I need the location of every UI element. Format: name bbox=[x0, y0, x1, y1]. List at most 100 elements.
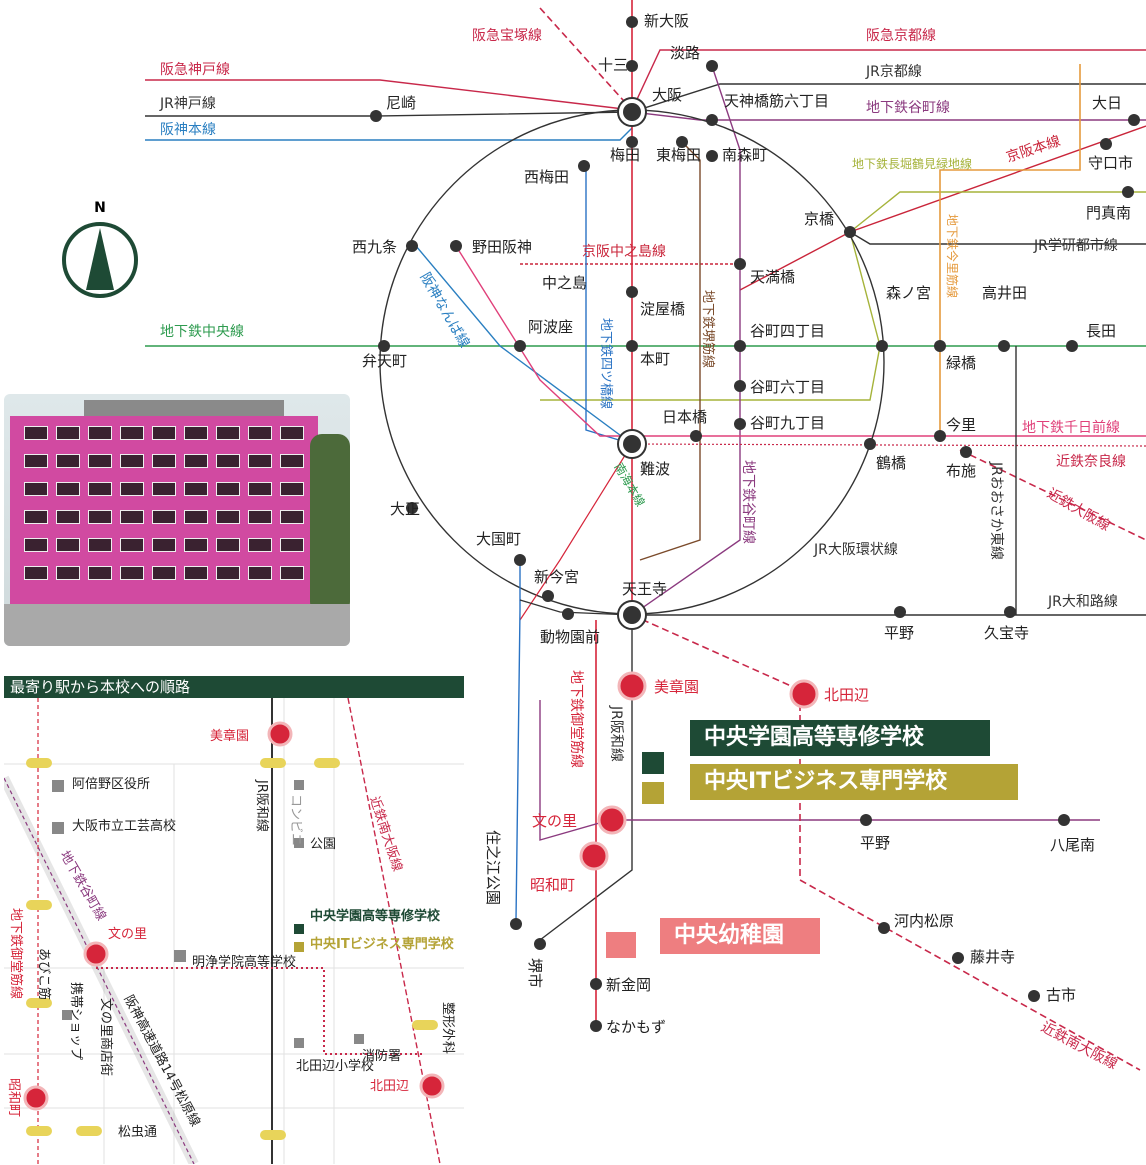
route-label-tanimachi: 地下鉄谷町線 bbox=[57, 848, 110, 924]
school-building bbox=[10, 416, 318, 606]
building-window bbox=[248, 538, 272, 552]
station-osaka: 大阪 bbox=[652, 86, 682, 104]
route-label-jr-hanwa: JR阪和線 bbox=[254, 779, 270, 832]
label-subway-yotsubashi: 地下鉄四ツ橋線 bbox=[598, 318, 614, 409]
building-window bbox=[184, 426, 208, 440]
building-window bbox=[248, 454, 272, 468]
building-window bbox=[88, 426, 112, 440]
station-kyuhoji: 久宝寺 bbox=[984, 624, 1029, 642]
route-label-school1: 中央学園高等専修学校 bbox=[310, 908, 441, 924]
building-window bbox=[24, 566, 48, 580]
label-imazatosuji: 地下鉄今里筋線 bbox=[945, 214, 960, 298]
building-window bbox=[248, 510, 272, 524]
building-window bbox=[248, 482, 272, 496]
route-label-abeno: 阿倍野区役所 bbox=[72, 777, 150, 792]
building-window bbox=[24, 454, 48, 468]
building-window bbox=[280, 566, 304, 580]
route-map: 最寄り駅から本校への順路 bbox=[4, 676, 464, 1164]
building-window bbox=[56, 538, 80, 552]
station-nipponbashi: 日本橋 bbox=[662, 408, 707, 426]
route-label-konbini: コンビニ bbox=[288, 794, 303, 846]
station-awaji: 淡路 bbox=[670, 44, 700, 62]
label-jr-osaka-higashi: JRおおさか東線 bbox=[988, 461, 1004, 560]
station-shinkanaoka: 新金岡 bbox=[606, 976, 651, 994]
building-photo bbox=[4, 394, 350, 646]
building-window bbox=[24, 538, 48, 552]
building-window bbox=[248, 426, 272, 440]
station-kawachimatsubara: 河内松原 bbox=[894, 912, 954, 930]
station-honmachi: 本町 bbox=[640, 350, 670, 368]
building-window bbox=[184, 482, 208, 496]
building-window bbox=[88, 482, 112, 496]
station-kitatanabe: 北田辺 bbox=[824, 686, 869, 704]
station-tanimachi6: 谷町六丁目 bbox=[750, 378, 825, 396]
building-window bbox=[120, 454, 144, 468]
station-moriguchi: 守口市 bbox=[1088, 154, 1133, 172]
station-nagata: 長田 bbox=[1086, 322, 1116, 340]
sakaisuji-line bbox=[639, 141, 701, 561]
building-window bbox=[216, 454, 240, 468]
station-fuminosato: 文の里 bbox=[532, 812, 577, 830]
label-subway-tanimachi2: 地下鉄谷町線 bbox=[740, 460, 756, 544]
station-morinomiya: 森ノ宮 bbox=[886, 284, 931, 302]
station-minamimorimachi: 南森町 bbox=[722, 146, 767, 164]
nankai-line bbox=[519, 443, 633, 621]
station-suminoekoen: 住之江公園 bbox=[484, 830, 502, 905]
building-window bbox=[152, 426, 176, 440]
label-subway-midosuji: 地下鉄御堂筋線 bbox=[568, 670, 585, 768]
building-window bbox=[120, 510, 144, 524]
station-yaominami: 八尾南 bbox=[1050, 836, 1095, 854]
station-daikokucho: 大国町 bbox=[476, 530, 521, 548]
station-higashiumeda: 東梅田 bbox=[656, 146, 701, 164]
label-jr-yamatoji: JR大和路線 bbox=[1047, 594, 1118, 610]
station-bentencho: 弁天町 bbox=[362, 352, 407, 370]
building-window bbox=[280, 538, 304, 552]
kinder-marker bbox=[606, 932, 636, 958]
route-label-orthopedic: 整形外科 bbox=[440, 1002, 455, 1054]
station-hirano2: 平野 bbox=[860, 834, 890, 852]
label-hankyu-takarazuka: 阪急宝塚線 bbox=[472, 28, 542, 44]
imazatosuji-line bbox=[939, 64, 1081, 440]
building-window bbox=[56, 566, 80, 580]
station-bishoen: 美章園 bbox=[654, 678, 699, 696]
kintetsu-nara-line bbox=[631, 443, 1146, 447]
traffic-lights bbox=[26, 758, 438, 1140]
tennoji-link bbox=[519, 599, 633, 616]
building-window bbox=[280, 426, 304, 440]
hanshin-line bbox=[145, 127, 633, 141]
station-dots bbox=[370, 16, 1140, 1032]
label-jr-hanwa: JR阪和線 bbox=[608, 705, 624, 762]
route-label-bishoen: 美章園 bbox=[210, 728, 249, 744]
label-keihan-nakanoshima: 京阪中之島線 bbox=[582, 244, 666, 260]
building-rooftop bbox=[84, 400, 284, 418]
station-hirano-loop: 平野 bbox=[884, 624, 914, 642]
route-label-park: 公園 bbox=[310, 837, 336, 852]
hankyu-takarazuka-line bbox=[539, 7, 633, 111]
label-hankyu-kyoto: 阪急京都線 bbox=[866, 28, 936, 44]
label-subway-sakaisuji: 地下鉄堺筋線 bbox=[700, 290, 716, 368]
station-amagasaki: 尼崎 bbox=[386, 94, 416, 112]
compass-icon bbox=[62, 222, 138, 298]
label-jr-gakken: JR学研都市線 bbox=[1033, 237, 1118, 254]
red-stations bbox=[579, 671, 819, 871]
label-keihan: 京阪本線 bbox=[1004, 133, 1062, 166]
building-window bbox=[216, 426, 240, 440]
station-fuse: 布施 bbox=[946, 462, 976, 480]
station-umeda: 梅田 bbox=[610, 146, 640, 164]
route-label-kitatanabe: 北田辺 bbox=[370, 1079, 409, 1094]
building-window bbox=[216, 482, 240, 496]
station-imazato: 今里 bbox=[946, 416, 976, 434]
building-window bbox=[120, 538, 144, 552]
station-shinosaka: 新大阪 bbox=[644, 12, 689, 30]
station-showacho: 昭和町 bbox=[530, 876, 575, 894]
hankyu-kobe-line bbox=[145, 79, 633, 111]
label-hanshin: 阪神本線 bbox=[160, 122, 216, 138]
building-window bbox=[24, 482, 48, 496]
route-map-svg: 美章園 阿倍野区役所 大阪市立工芸高校 JR阪和線 コンビニ 公園 近鉄南大阪線… bbox=[4, 698, 464, 1164]
building-window bbox=[88, 538, 112, 552]
kindergarten-badge: 中央幼稚園 bbox=[660, 918, 820, 954]
building-window bbox=[184, 566, 208, 580]
label-jr-loop: JR大阪環状線 bbox=[813, 542, 898, 558]
ground bbox=[4, 604, 350, 646]
station-tsuruhashi: 鶴橋 bbox=[876, 454, 906, 472]
